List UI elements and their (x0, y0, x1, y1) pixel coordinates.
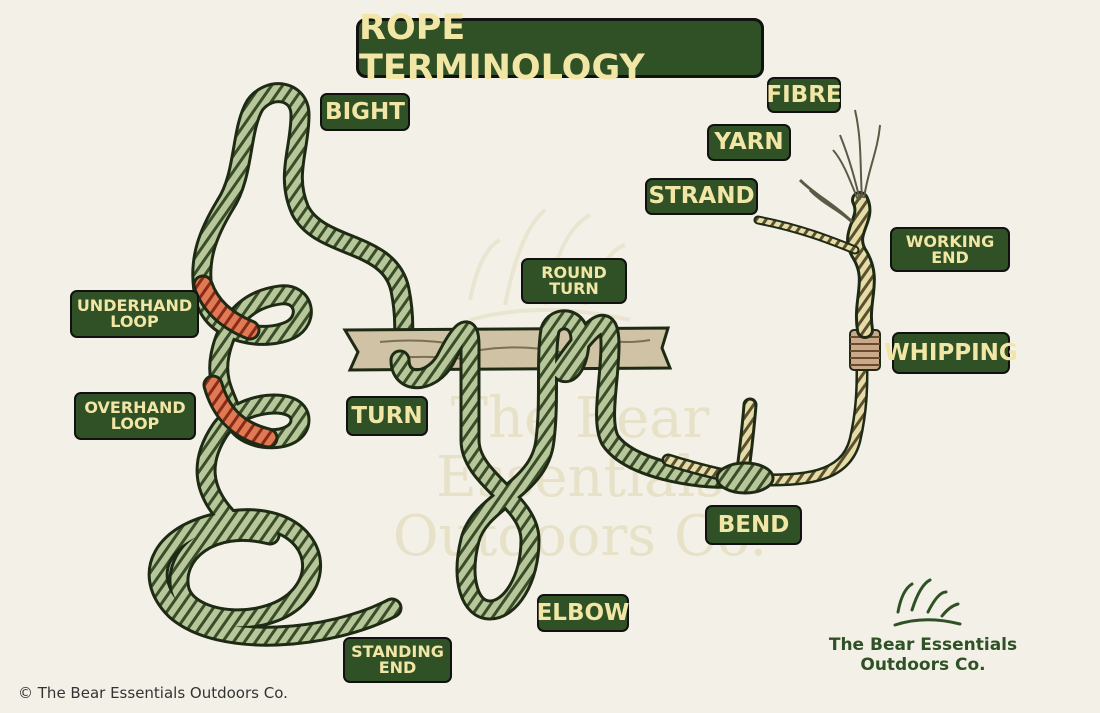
page-title: ROPE TERMINOLOGY (356, 8, 764, 88)
label-turn: TURN (346, 396, 428, 436)
brand-bear-icon (893, 578, 962, 627)
label-bend: BEND (705, 505, 802, 545)
label-standing-end: STANDING END (343, 637, 452, 683)
brand-name: The Bear Essentials Outdoors Co. (828, 635, 1018, 675)
label-working-end: WORKING END (890, 227, 1010, 272)
label-whipping: WHIPPING (884, 332, 1018, 374)
left-rope (147, 82, 415, 647)
copyright-text: © The Bear Essentials Outdoors Co. (18, 684, 288, 702)
label-overhand-loop: OVERHAND LOOP (74, 392, 196, 440)
label-bight: BIGHT (320, 93, 410, 131)
label-fibre: FIBRE (766, 77, 842, 113)
label-yarn: YARN (707, 124, 791, 161)
label-strand: STRAND (645, 178, 758, 215)
label-elbow: ELBOW (537, 594, 629, 632)
middle-rope (389, 309, 741, 621)
label-round-turn: ROUND TURN (521, 258, 627, 304)
right-rope (661, 109, 881, 495)
label-underhand-loop: UNDERHAND LOOP (70, 290, 199, 338)
